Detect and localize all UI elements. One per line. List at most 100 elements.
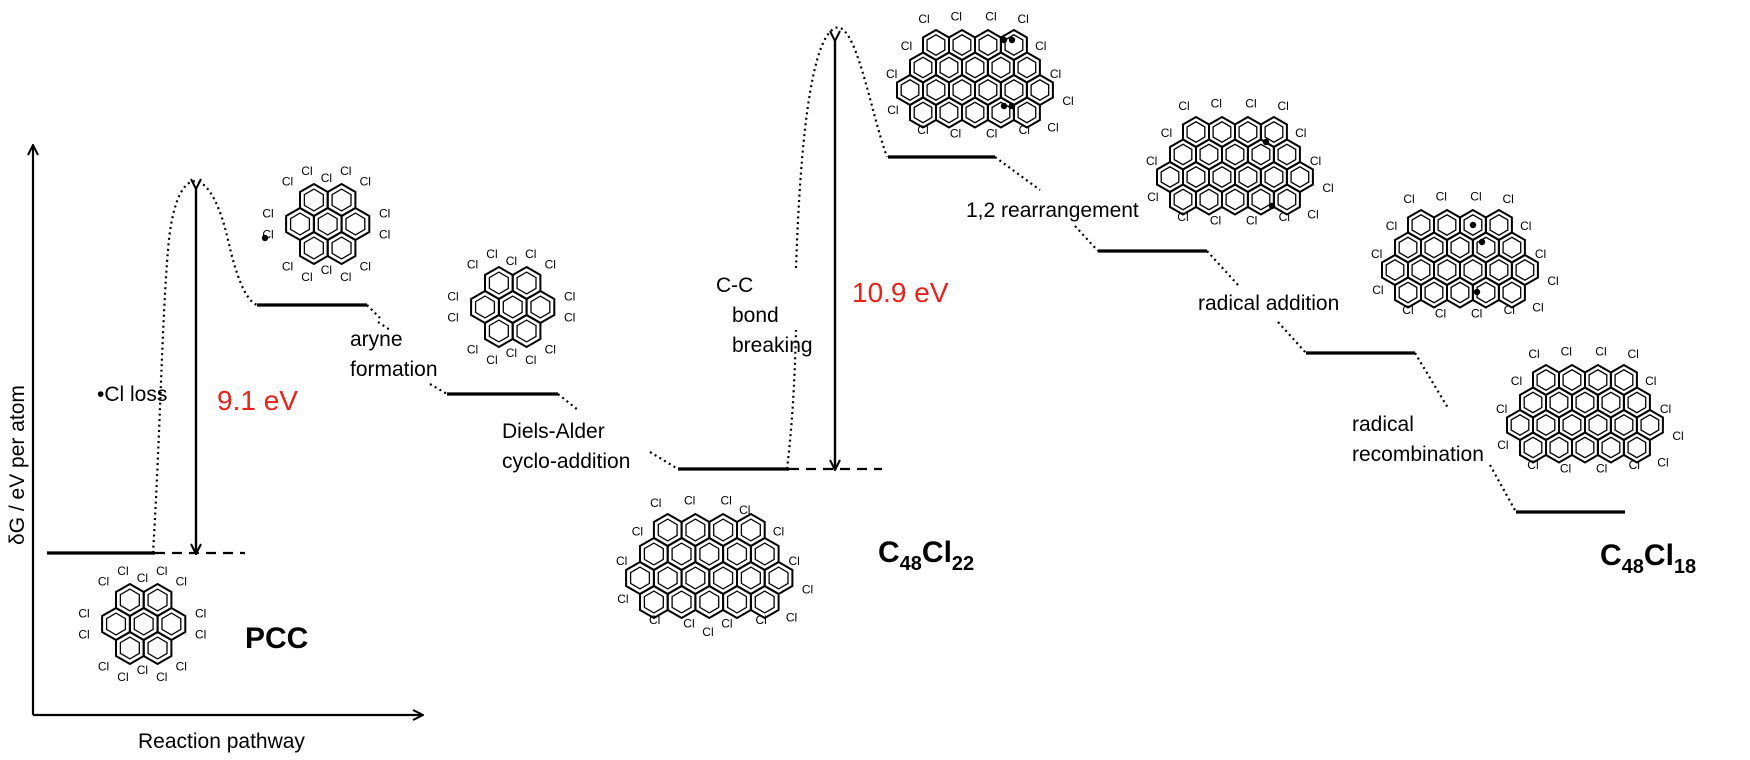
ring [142,630,173,666]
ring-inner [913,56,933,79]
chlorine-atom-label: Cl [721,616,732,630]
chlorine-atom-label: Cl [176,574,187,588]
ring-inner [952,79,972,101]
radical-dot [1000,102,1008,110]
chlorine-atom-label: Cl [950,126,961,140]
ring-inner [952,34,972,56]
ring-inner [657,518,678,542]
step-label-radical-addition: radical addition [1198,292,1339,315]
chlorine-atom-label: Cl [506,254,517,268]
ring-inner [1225,188,1245,211]
path-cl-loss [151,180,258,554]
ring-inner [1264,121,1284,143]
ring-inner [1199,143,1219,166]
chlorine-atom-label: Cl [684,494,695,508]
chlorine-atom-label: Cl [1547,274,1558,288]
chlorine-atom-label: Cl [1177,210,1188,224]
radical-dot [1008,102,1016,110]
ring-inner [643,590,664,614]
chlorine-atom-label: Cl [176,660,187,674]
ring-inner [1411,259,1431,281]
path-radical-addition [1206,250,1307,354]
chlorine-atom-label: Cl [467,257,478,271]
chlorine-atom-label: Cl [1503,192,1514,206]
chlorine-atom-label: Cl [887,103,898,117]
chlorine-atom-label: Cl [617,592,628,606]
ring-inner [1212,166,1232,188]
chlorine-atom-label: Cl [986,126,997,140]
chlorine-atom-label: Cl [117,670,128,684]
chlorine-atom-label: Cl [918,12,929,26]
ring-inner [1515,259,1535,281]
chlorine-atom-label: Cl [447,311,458,325]
chlorine-atom-label: Cl [702,625,713,639]
chlorine-atom-label: Cl [773,525,784,539]
ring-inner [1502,236,1522,259]
chlorine-atom-label: Cl [1645,374,1656,388]
ring-inner [1173,188,1193,211]
ring-inner [1424,281,1444,304]
chlorine-atom-label: Cl [1520,219,1531,233]
chlorine-atom-label: Cl [1279,210,1290,224]
ring-inner [657,566,678,590]
ring-inner [671,590,692,614]
ring-inner [1186,166,1206,188]
chlorine-atom-label: Cl [1560,461,1571,475]
step-label-cc-3: breaking [732,334,813,357]
path-cc-breaking [785,26,889,470]
chlorine-atom-label: Cl [1211,97,1222,111]
chlorine-atom-label: Cl [525,353,536,367]
chlorine-atom-label: Cl [1047,121,1058,135]
chlorine-atom-label: Cl [467,343,478,357]
step-label-diels-1: Diels-Alder [502,420,605,443]
ring-inner [1575,391,1595,414]
ring-inner [1463,259,1483,281]
chlorine-atom-label: Cl [156,670,167,684]
ring-inner [1640,414,1660,436]
ring-inner [1502,281,1522,304]
ring-inner [1437,259,1457,281]
ring-inner [1601,436,1621,459]
ring-inner [1536,369,1556,391]
ring-inner [913,101,933,124]
chlorine-atom-label: Cl [756,613,767,627]
ring-inner [488,319,509,343]
step-label-cc-2: bond [732,304,779,327]
ring-inner [119,588,140,612]
ring-inner [1549,436,1569,459]
radical-dot [1478,238,1486,246]
chlorine-atom-label: Cl [301,270,312,284]
ring-inner [147,636,168,660]
ring-inner [1017,56,1037,79]
ring-inner [133,612,154,636]
step-label-cc-1: C-C [716,274,753,297]
barrier-label-1: 9.1 eV [217,385,298,416]
ring [1622,431,1651,464]
chlorine-atom-label: Cl [1528,347,1539,361]
chlorine-atom-label: Cl [1660,402,1671,416]
chlorine-atom-label: Cl [632,525,643,539]
chlorine-atom-label: Cl [1161,126,1172,140]
ring-inner [939,101,959,124]
chlorine-atom-label: Cl [802,582,813,596]
chlorine-atom-label: Cl [1371,247,1382,261]
chlorine-atom-label: Cl [545,343,556,357]
ring-inner [1562,414,1582,436]
y-axis-label: δG / eV per atom [6,385,29,545]
chlorine-atom-label: Cl [683,616,694,630]
ring-inner [1398,281,1418,304]
ring-inner [1173,143,1193,166]
chlorine-atom-label: Cl [1470,190,1481,204]
chlorine-atom-label: Cl [486,353,497,367]
step-label-radrec-2: recombination [1352,443,1484,466]
step-label-aryne-1: aryne [350,328,403,351]
ring-inner [671,542,692,566]
chlorine-atom-label: Cl [1372,283,1383,297]
chlorine-atom-label: Cl [1511,374,1522,388]
ring-inner [303,188,324,212]
radical-dot [1268,202,1276,210]
chlorine-atom-label: Cl [321,263,332,277]
